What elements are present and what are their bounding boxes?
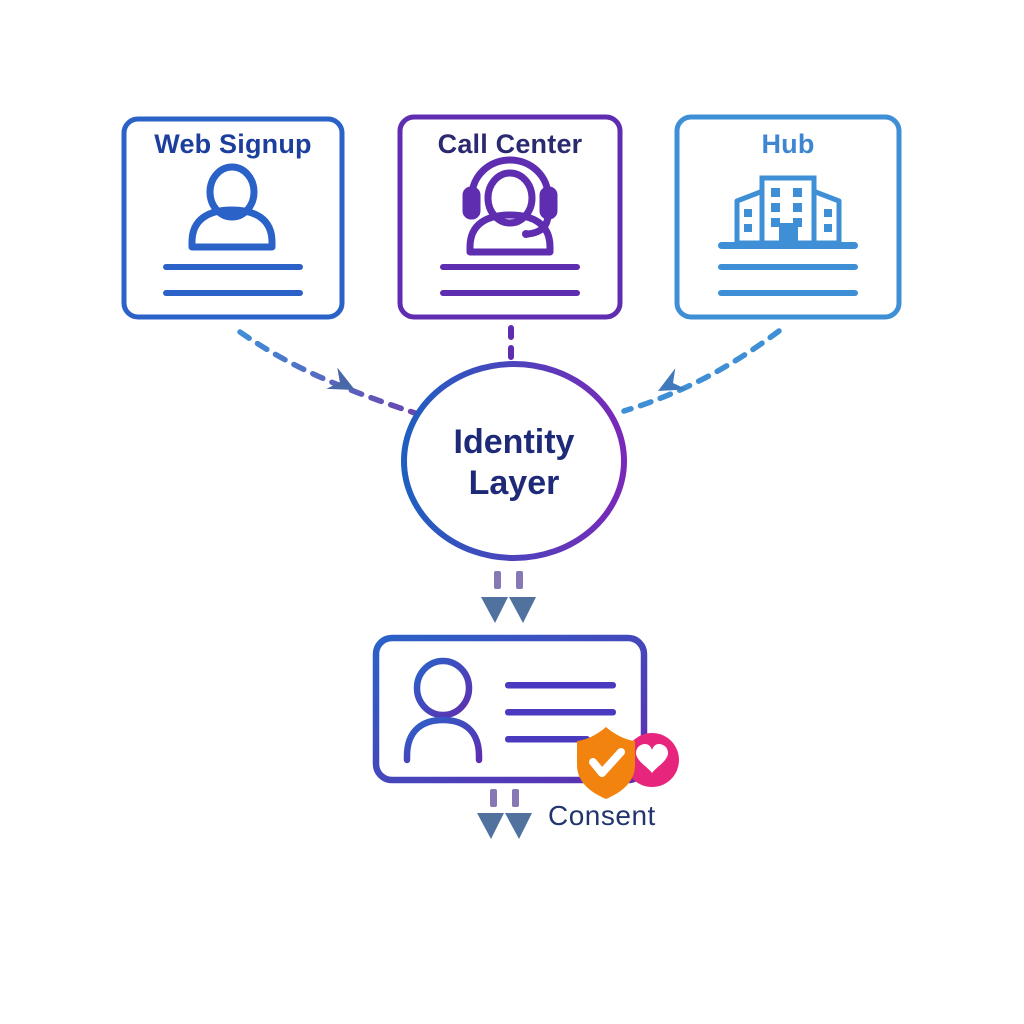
heart-icon [625, 733, 679, 787]
text-line-placeholder [505, 682, 616, 743]
double-down-arrow-icon [477, 789, 532, 839]
text-line-placeholder [440, 264, 580, 296]
source-box-call-center [397, 114, 623, 320]
building-icon [718, 175, 858, 249]
double-down-arrow-icon [481, 571, 536, 623]
profile-card [372, 634, 679, 799]
source-box-title-hub: Hub [761, 129, 815, 159]
person-icon [188, 163, 276, 251]
person-icon [403, 657, 483, 764]
consent-label: Consent [548, 800, 656, 831]
headset-person-icon [462, 156, 558, 256]
source-box-hub [674, 114, 902, 320]
connector-web-to-identity [237, 329, 421, 417]
arrowhead-icon [326, 367, 355, 390]
shield-check-icon [577, 727, 635, 799]
connector-hub-to-identity [621, 328, 782, 414]
text-line-placeholder [163, 264, 303, 296]
source-box-title-call-center: Call Center [437, 129, 583, 159]
identity-layer-label: Identity Layer [453, 423, 575, 502]
source-box-title-web-signup: Web Signup [154, 129, 312, 159]
source-box-web-signup [121, 116, 345, 320]
identity-layer-circle [401, 361, 627, 561]
text-line-placeholder [718, 264, 858, 296]
arrowhead-icon [658, 368, 687, 391]
